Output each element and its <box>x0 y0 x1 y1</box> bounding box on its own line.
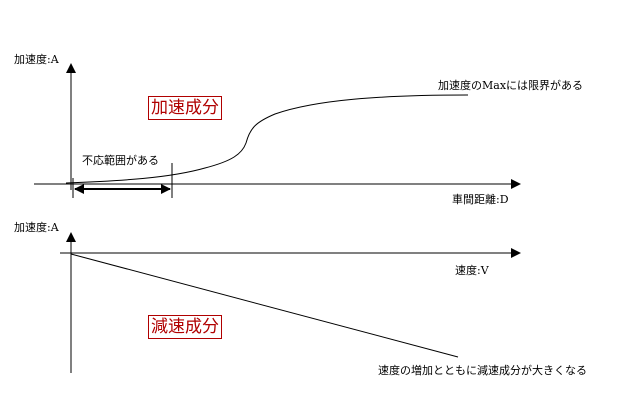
acceleration-component-label: 加速成分 <box>148 96 222 120</box>
acceleration-curve <box>65 94 469 184</box>
deceleration-component-label: 減速成分 <box>148 315 222 339</box>
top-x-axis-label: 車間距離:D <box>452 193 509 206</box>
deceleration-trend-annotation: 速度の増加とともに減速成分が大きくなる <box>378 364 587 377</box>
bottom-y-axis-label: 加速度:A <box>14 221 59 234</box>
bottom-x-axis-label: 速度:V <box>455 264 489 277</box>
max-limit-annotation: 加速度のMaxには限界がある <box>438 79 584 92</box>
deceleration-line <box>70 253 459 358</box>
dead-zone-annotation: 不応範囲がある <box>82 154 159 167</box>
top-y-axis-label: 加速度:A <box>14 53 59 66</box>
